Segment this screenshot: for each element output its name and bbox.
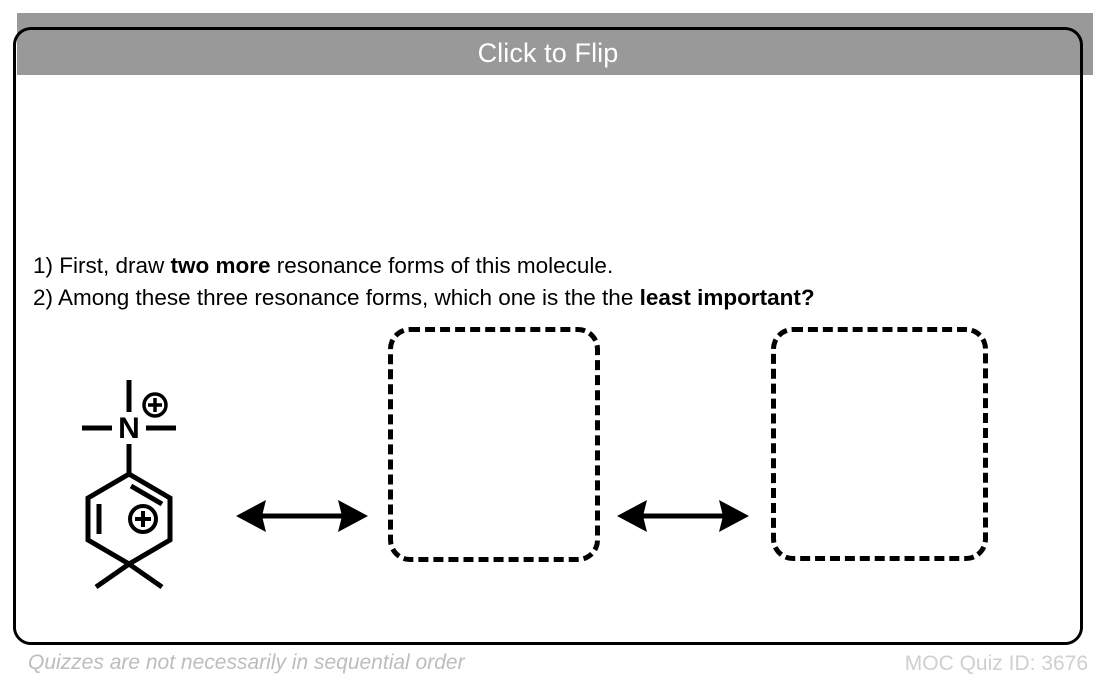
answer-box-2[interactable] [771,327,988,561]
resonance-structure-row: N [16,76,1080,642]
flashcard[interactable]: Click to Flip 1) First, draw two more re… [13,27,1083,645]
ring-hexagon [85,471,173,567]
question-line-1: 1) First, draw two more resonance forms … [33,250,1073,282]
card-title-bar[interactable]: Click to Flip [16,30,1080,76]
atom-label-nitrogen: N [118,412,140,445]
atom-label-backdrop [117,414,141,442]
bond-gem-methyl-right [127,561,164,590]
card-body: 1) First, draw two more resonance forms … [16,76,1080,642]
question-line-2: 2) Among these three resonance forms, wh… [33,282,1073,314]
ring-double-bond-top-right [129,483,164,507]
question-block: 1) First, draw two more resonance forms … [33,250,1073,314]
molecule-structure-diagram: N [82,380,176,590]
ring-plus-charge-icon [128,504,158,534]
nitrogen-plus-charge-icon [142,392,168,418]
question-1-emphasis: two more [170,253,271,278]
resonance-arrow-2 [617,500,749,532]
bond-gem-methyl-left [94,561,131,590]
page-title: Click to Flip [477,37,619,68]
question-1-suffix: resonance forms of this molecule. [270,253,614,278]
question-1-prefix: 1) First, draw [33,253,171,278]
question-2-prefix: 2) Among these three resonance forms, wh… [33,285,640,310]
quiz-id-label: MOC Quiz ID: 3676 [904,652,1088,675]
header-band [17,13,1093,75]
footer: Quizzes are not necessarily in sequentia… [0,648,1110,688]
resonance-arrow-1 [236,500,368,532]
footer-note: Quizzes are not necessarily in sequentia… [28,651,465,674]
answer-box-1[interactable] [388,327,600,562]
question-2-emphasis: least important? [639,285,815,310]
